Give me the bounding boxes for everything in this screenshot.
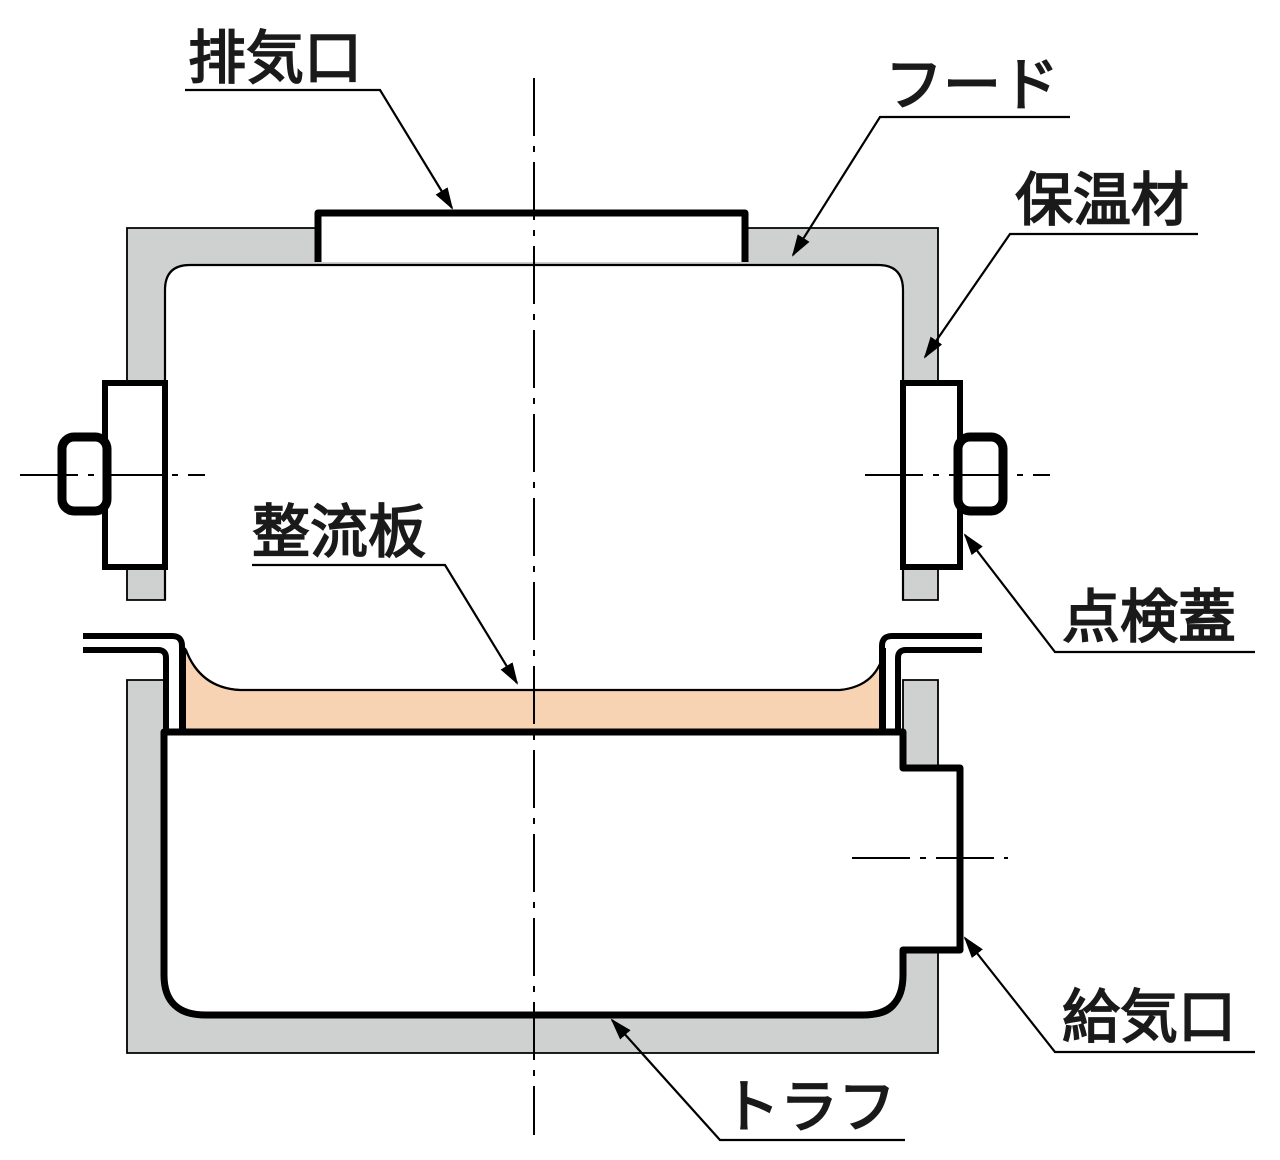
inspection-cover-leader	[963, 533, 1255, 654]
trough-leader	[610, 1018, 905, 1142]
insulation-leader	[923, 232, 1198, 359]
baffle-plate-label: 整流板	[252, 498, 426, 566]
exhaust-port-label: 排気口	[188, 24, 362, 92]
hood-inner-outline	[163, 263, 905, 600]
trough-body	[160, 728, 964, 1019]
right-flange	[879, 633, 982, 730]
baffle-plate-leader	[252, 563, 519, 685]
upper-insulation	[126, 227, 939, 601]
trough-label: トラフ	[722, 1073, 896, 1141]
inspection-cover-label: 点検蓋	[1062, 583, 1236, 651]
exhaust-port-box	[314, 209, 749, 262]
air-supply-port-label: 給気口	[1062, 983, 1236, 1051]
hood-leader	[791, 115, 1070, 257]
left-flange	[83, 633, 185, 730]
insulation-label: 保温材	[1015, 166, 1189, 234]
air-supply-port-leader	[963, 936, 1255, 1054]
hood-label: フード	[885, 51, 1059, 119]
exhaust-port-leader	[185, 88, 454, 210]
